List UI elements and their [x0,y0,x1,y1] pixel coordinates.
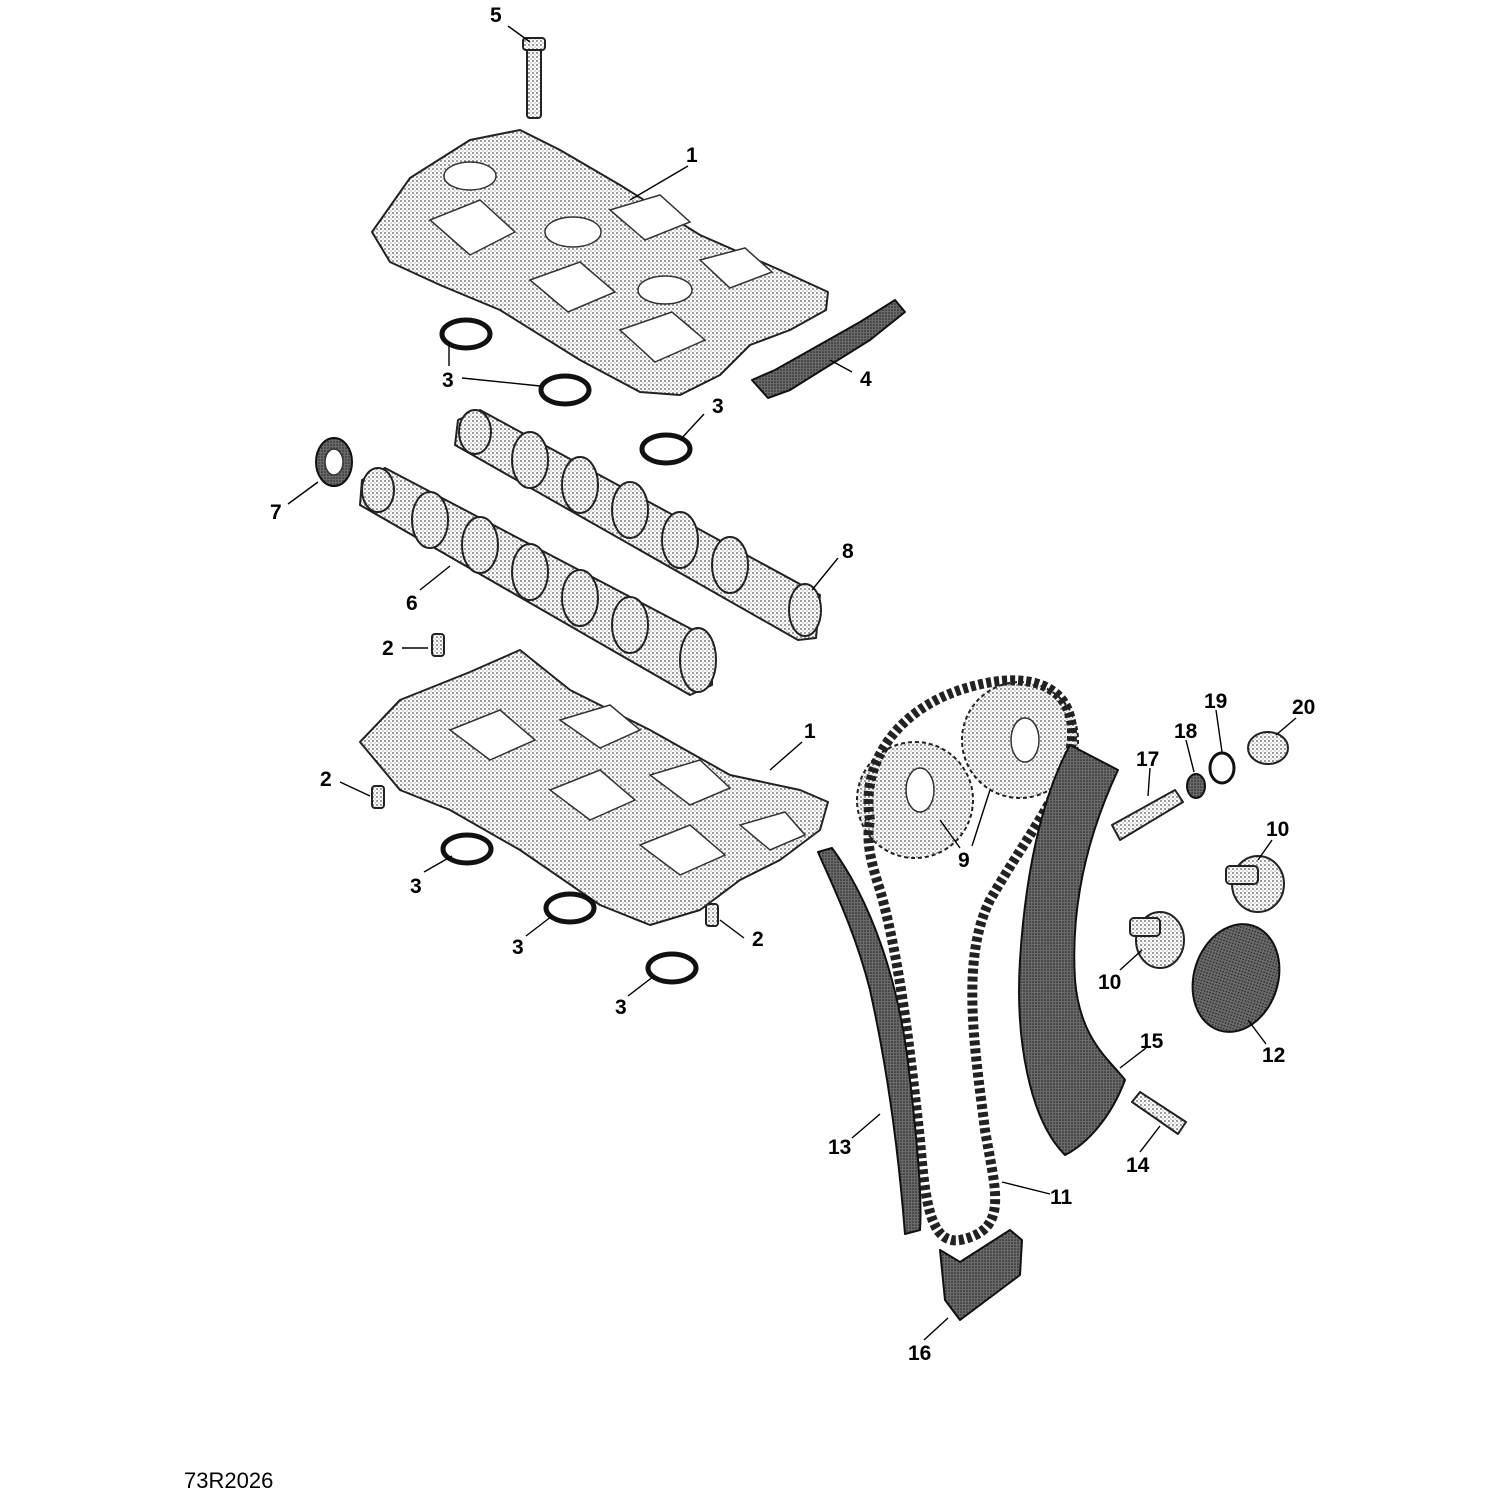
callout-3-upper-ring: 3 [712,395,724,418]
callout-1-upper-carrier: 1 [686,144,698,167]
camshaft-sprockets [856,681,1079,859]
callout-8: 8 [842,540,854,563]
upper-rings [439,317,693,466]
callout-15: 15 [1140,1030,1164,1053]
callout-1-lower-carrier: 1 [804,720,816,743]
seal-ring [315,437,353,487]
callout-labels: 5 1 3 4 3 7 8 6 2 1 2 3 3 2 3 9 19 20 18… [270,4,1315,1365]
callout-11: 11 [1050,1186,1073,1209]
callout-6: 6 [406,592,418,615]
camshaft-upper [454,409,822,641]
callout-20: 20 [1292,696,1315,719]
bolt [522,37,546,119]
callout-3-lower-ring-3: 3 [615,996,627,1019]
leader-lines [287,25,1297,1341]
figure-reference: 73R2026 [184,1468,273,1493]
callout-16: 16 [908,1342,931,1365]
tensioner-guide [817,847,922,1235]
callout-4: 4 [860,368,872,391]
lower-rings [440,832,699,985]
dowel-pins [371,633,719,927]
callout-9: 9 [958,849,970,872]
callout-13: 13 [828,1136,851,1159]
callout-3-lower-ring-2: 3 [512,936,524,959]
guide-pin [1131,1091,1187,1135]
callout-3-lower-ring-1: 3 [410,875,422,898]
camshaft-lower [359,467,717,696]
upper-camshaft-carrier [371,129,829,396]
lower-chain-guide [939,1229,1023,1321]
callout-17: 17 [1136,748,1159,771]
chain-guide-small [751,299,906,399]
callout-12: 12 [1262,1044,1285,1067]
callout-10-upper: 10 [1266,818,1289,841]
lower-camshaft-carrier [359,649,829,926]
callout-19: 19 [1204,690,1227,713]
callout-10-lower: 10 [1098,971,1121,994]
callout-7: 7 [270,501,282,524]
callout-2-left-dowel: 2 [320,768,332,791]
callout-5: 5 [490,4,502,27]
pivot-bolts [1129,855,1285,969]
callout-18: 18 [1174,720,1198,743]
callout-2-lower-dowel: 2 [752,928,764,951]
timing-chain [863,675,1078,1246]
callout-14: 14 [1126,1154,1150,1177]
tensioner-assembly [1111,731,1289,841]
trigger-wheel [1191,923,1281,1033]
fixed-chain-guide [1018,744,1126,1156]
callout-3-upper-ring-pair: 3 [442,369,454,392]
callout-2-upper-dowel: 2 [382,637,394,660]
